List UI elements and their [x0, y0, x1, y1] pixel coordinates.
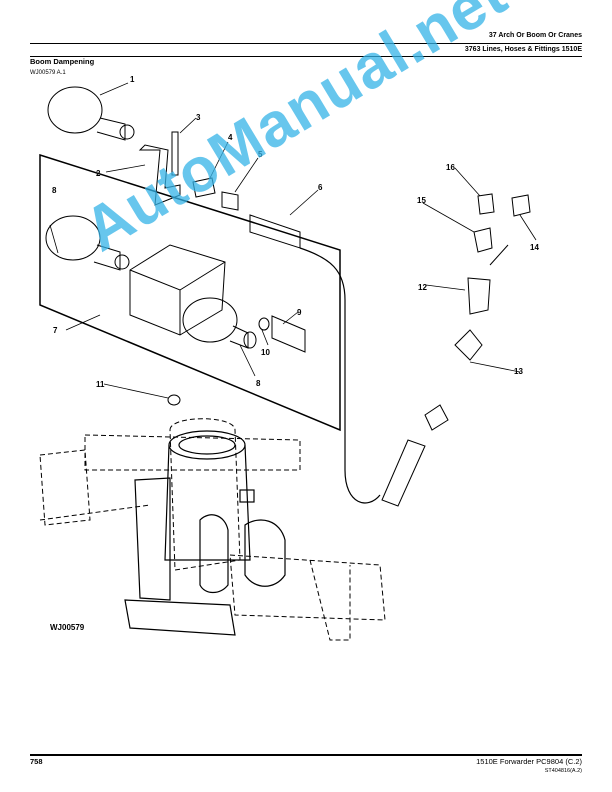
hose-route	[299, 247, 381, 504]
callout-labels: 1 2 3 4 5 6 7 8 8 9 10 11 12 13 14 15 16	[52, 75, 539, 389]
footer-code: ST404816(A.2)	[544, 768, 582, 774]
callout-10: 10	[261, 348, 270, 357]
figure-reference: WJ00579 A.1	[30, 70, 66, 76]
callout-14: 14	[530, 243, 539, 252]
callout-4: 4	[228, 133, 233, 142]
adapter-15	[473, 227, 493, 253]
header-chapter: 37 Arch Or Boom Or Cranes	[488, 32, 582, 39]
section-title: Boom Dampening	[30, 57, 95, 66]
accumulator-right	[182, 297, 257, 349]
valve-block	[129, 244, 226, 336]
hose-13-body	[381, 439, 426, 507]
bracket	[138, 144, 181, 206]
accumulator-top	[47, 86, 135, 141]
bolt	[171, 131, 179, 176]
hose-6	[249, 214, 301, 249]
callout-1: 1	[130, 75, 135, 84]
callout-7: 7	[53, 326, 58, 335]
accumulator-left	[45, 215, 130, 271]
bolt-11	[167, 394, 181, 406]
leader-lines	[49, 82, 537, 399]
relief-valve	[271, 315, 306, 353]
callout-3: 3	[196, 113, 201, 122]
callout-9: 9	[297, 308, 302, 317]
callout-6: 6	[318, 183, 323, 192]
fitting-5	[221, 191, 239, 211]
footer-document-info: 1510E Forwarder PC9804 (C.2)	[476, 757, 582, 766]
header-divider	[30, 43, 582, 44]
callout-5: 5	[258, 150, 263, 159]
callout-2: 2	[96, 169, 101, 178]
callout-11: 11	[96, 380, 105, 389]
callout-13: 13	[514, 367, 523, 376]
tee-fitting-12	[467, 277, 491, 315]
callout-15: 15	[417, 196, 426, 205]
callout-16: 16	[446, 163, 455, 172]
header-group: 3763 Lines, Hoses & Fittings 1510E	[464, 46, 582, 53]
cap-16	[477, 193, 495, 215]
boom-casting	[124, 430, 286, 636]
o-ring	[258, 317, 270, 331]
fitting-14	[511, 194, 531, 217]
nut	[192, 177, 216, 198]
header-divider-lower	[30, 56, 582, 57]
figure-id-label: WJ00579	[50, 623, 85, 632]
callout-8a: 8	[52, 186, 57, 195]
footer-divider	[30, 754, 582, 756]
manifold-panel-outline	[39, 153, 341, 432]
page-number: 758	[30, 757, 43, 766]
callout-8b: 8	[256, 379, 261, 388]
boom-base-outline	[39, 418, 386, 641]
callout-12: 12	[418, 283, 427, 292]
